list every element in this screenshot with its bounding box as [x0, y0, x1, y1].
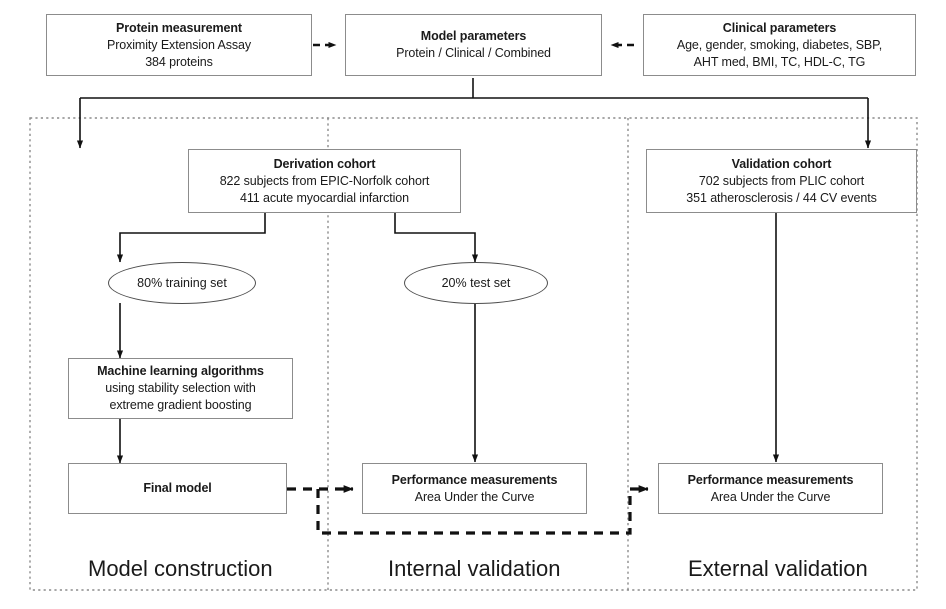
node-training-set[interactable]: 80% training set: [108, 262, 256, 304]
performance-external-title: Performance measurements: [687, 472, 854, 487]
ml-algorithms-line1: using stability selection with: [105, 381, 256, 395]
clinical-parameters-line2: AHT med, BMI, TC, HDL-C, TG: [693, 54, 866, 69]
ml-algorithms-title: Machine learning algorithms: [97, 364, 264, 378]
node-performance-internal[interactable]: Performance measurements Area Under the …: [362, 463, 587, 514]
performance-internal-line1: Area Under the Curve: [414, 489, 535, 504]
final-model-title: Final model: [143, 481, 212, 495]
node-ml-algorithms[interactable]: Machine learning algorithms using stabil…: [68, 358, 293, 419]
node-derivation-cohort[interactable]: Derivation cohort 822 subjects from EPIC…: [188, 149, 461, 213]
validation-cohort-title: Validation cohort: [731, 156, 832, 171]
performance-external-line1: Area Under the Curve: [710, 489, 831, 504]
derivation-cohort-line1: 822 subjects from EPIC-Norfolk cohort: [219, 173, 430, 188]
node-test-set[interactable]: 20% test set: [404, 262, 548, 304]
model-parameters-line1: Protein / Clinical / Combined: [396, 46, 551, 60]
model-parameters-title: Model parameters: [420, 29, 527, 43]
node-model-parameters[interactable]: Model parameters Protein / Clinical / Co…: [345, 14, 602, 76]
ml-algorithms-line2: extreme gradient boosting: [109, 398, 252, 412]
derivation-cohort-line2: 411 acute myocardial infarction: [240, 190, 409, 205]
test-set-label: 20% test set: [441, 276, 511, 290]
protein-measurement-line1: Proximity Extension Assay: [106, 37, 252, 52]
training-set-label: 80% training set: [137, 276, 227, 290]
node-protein-measurement[interactable]: Protein measurement Proximity Extension …: [46, 14, 312, 76]
validation-cohort-line1: 702 subjects from PLIC cohort: [698, 173, 865, 188]
wire-final-to-external-dashed: [316, 485, 649, 535]
section-label-model-construction: Model construction: [88, 556, 273, 581]
validation-cohort-line2: 351 atherosclerosis / 44 CV events: [686, 190, 877, 205]
node-final-model[interactable]: Final model: [68, 463, 287, 514]
outer-dotted-container: [29, 117, 918, 591]
wire-derivation-to-test: [394, 213, 479, 263]
node-validation-cohort[interactable]: Validation cohort 702 subjects from PLIC…: [646, 149, 917, 213]
protein-measurement-title: Protein measurement: [116, 20, 242, 35]
clinical-parameters-title: Clinical parameters: [722, 20, 837, 35]
node-clinical-parameters[interactable]: Clinical parameters Age, gender, smoking…: [643, 14, 916, 76]
wire-derivation-to-training: [116, 213, 266, 263]
clinical-parameters-line1: Age, gender, smoking, diabetes, SBP,: [676, 37, 883, 52]
section-label-internal-validation: Internal validation: [388, 556, 561, 581]
section-label-external-validation: External validation: [688, 556, 868, 581]
derivation-cohort-title: Derivation cohort: [273, 156, 376, 171]
protein-measurement-line2: 384 proteins: [145, 54, 213, 69]
node-performance-external[interactable]: Performance measurements Area Under the …: [658, 463, 883, 514]
performance-internal-title: Performance measurements: [391, 472, 558, 487]
